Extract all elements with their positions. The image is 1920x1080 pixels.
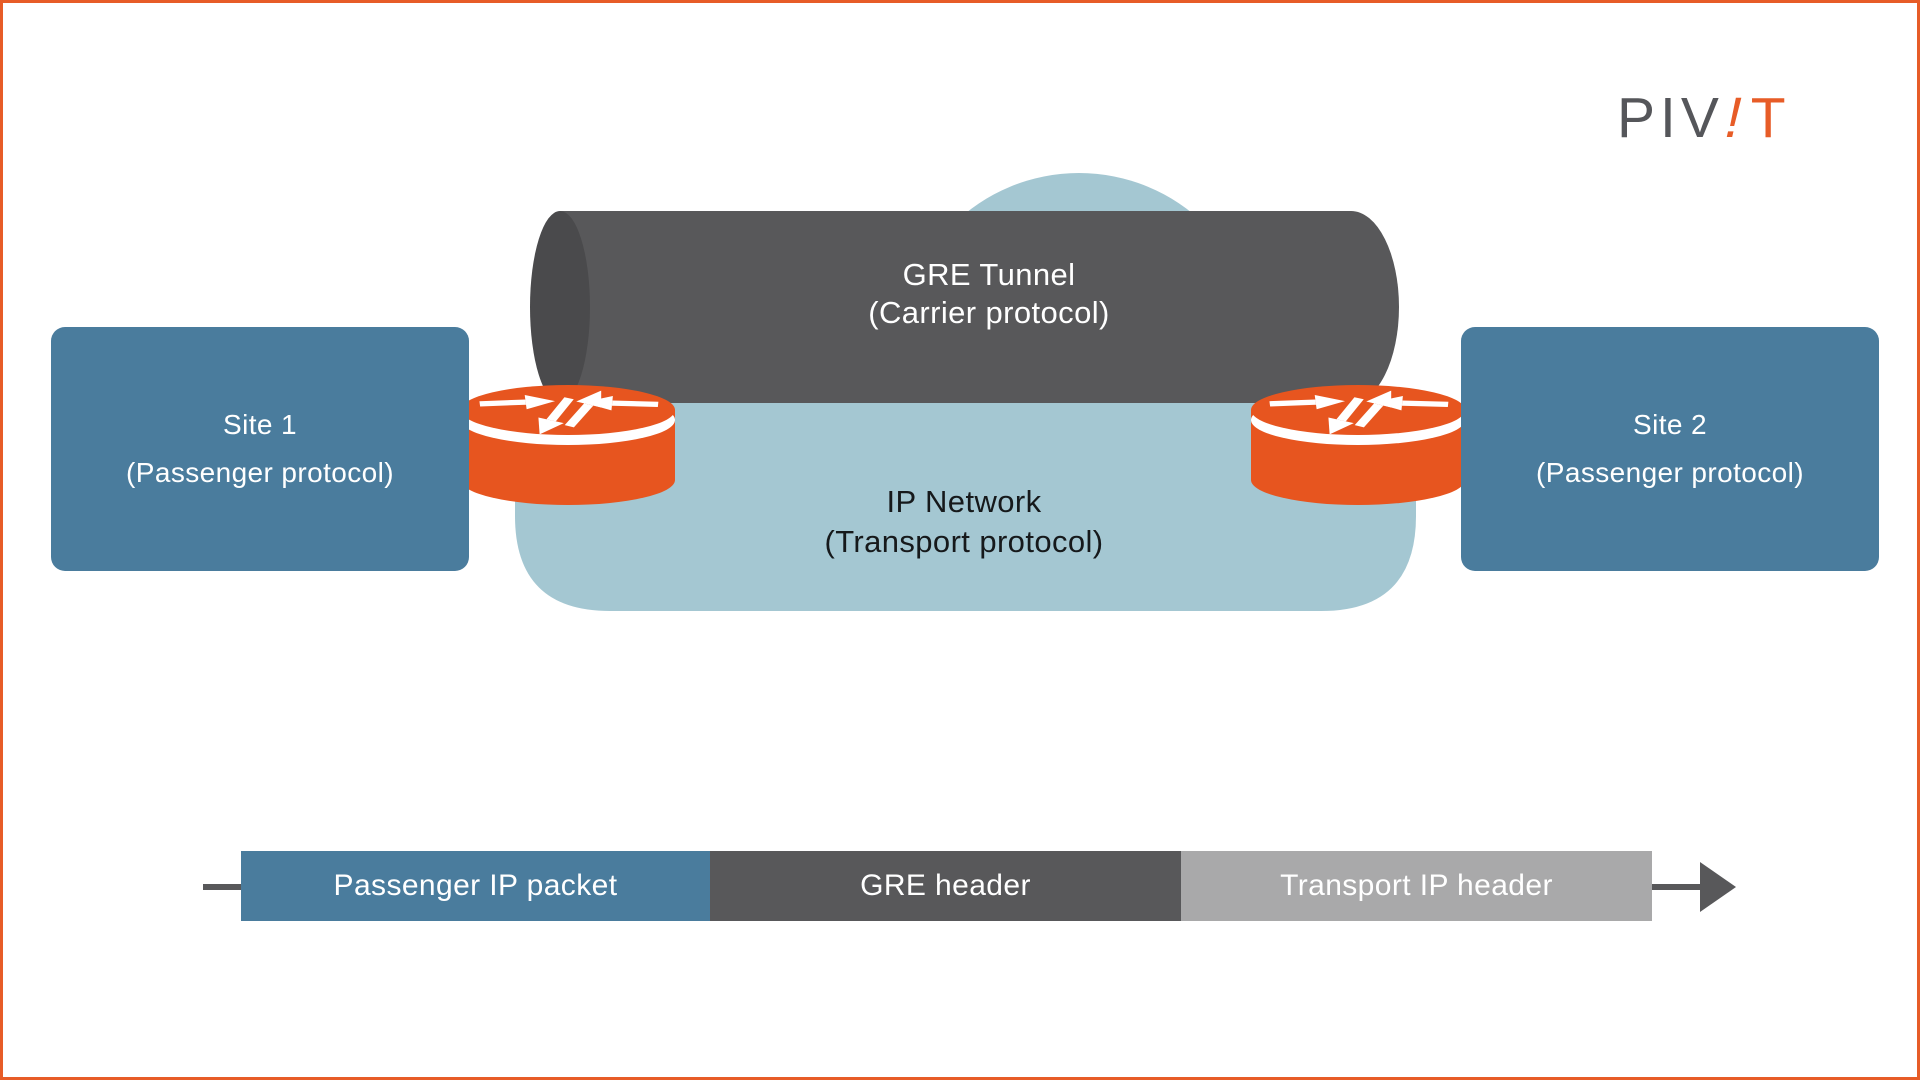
router-icon-left [461,385,675,505]
logo-text-orange: T [1750,86,1791,150]
site1-title: Site 1 [223,409,297,440]
router-icon-right [1251,385,1465,505]
segment-gre-header: GRE header [710,851,1181,921]
site2-title: Site 2 [1633,409,1707,440]
site2-subtitle: (Passenger protocol) [1536,457,1804,488]
pivit-logo: PIV!T [1617,85,1791,165]
segment-transport-ip-header: Transport IP header [1181,851,1652,921]
tunnel-subtitle: (Carrier protocol) [868,295,1110,330]
logo-text-gray: PIV [1617,86,1724,150]
tunnel-label: GRE Tunnel (Carrier protocol) [764,256,1214,332]
segment-passenger-ip-packet: Passenger IP packet [241,851,710,921]
site1-box: Site 1 (Passenger protocol) [51,327,469,571]
network-subtitle: (Transport protocol) [824,524,1104,559]
site1-subtitle: (Passenger protocol) [126,457,394,488]
flow-arrow [203,862,1736,912]
diagram-shapes [203,173,1736,912]
site2-box: Site 2 (Passenger protocol) [1461,327,1879,571]
network-label: IP Network (Transport protocol) [739,482,1189,562]
packet-structure-bar: Passenger IP packet GRE header Transport… [241,851,1652,921]
network-title: IP Network [886,484,1042,519]
tunnel-title: GRE Tunnel [902,257,1076,292]
gre-tunnel-cylinder [530,211,1399,403]
